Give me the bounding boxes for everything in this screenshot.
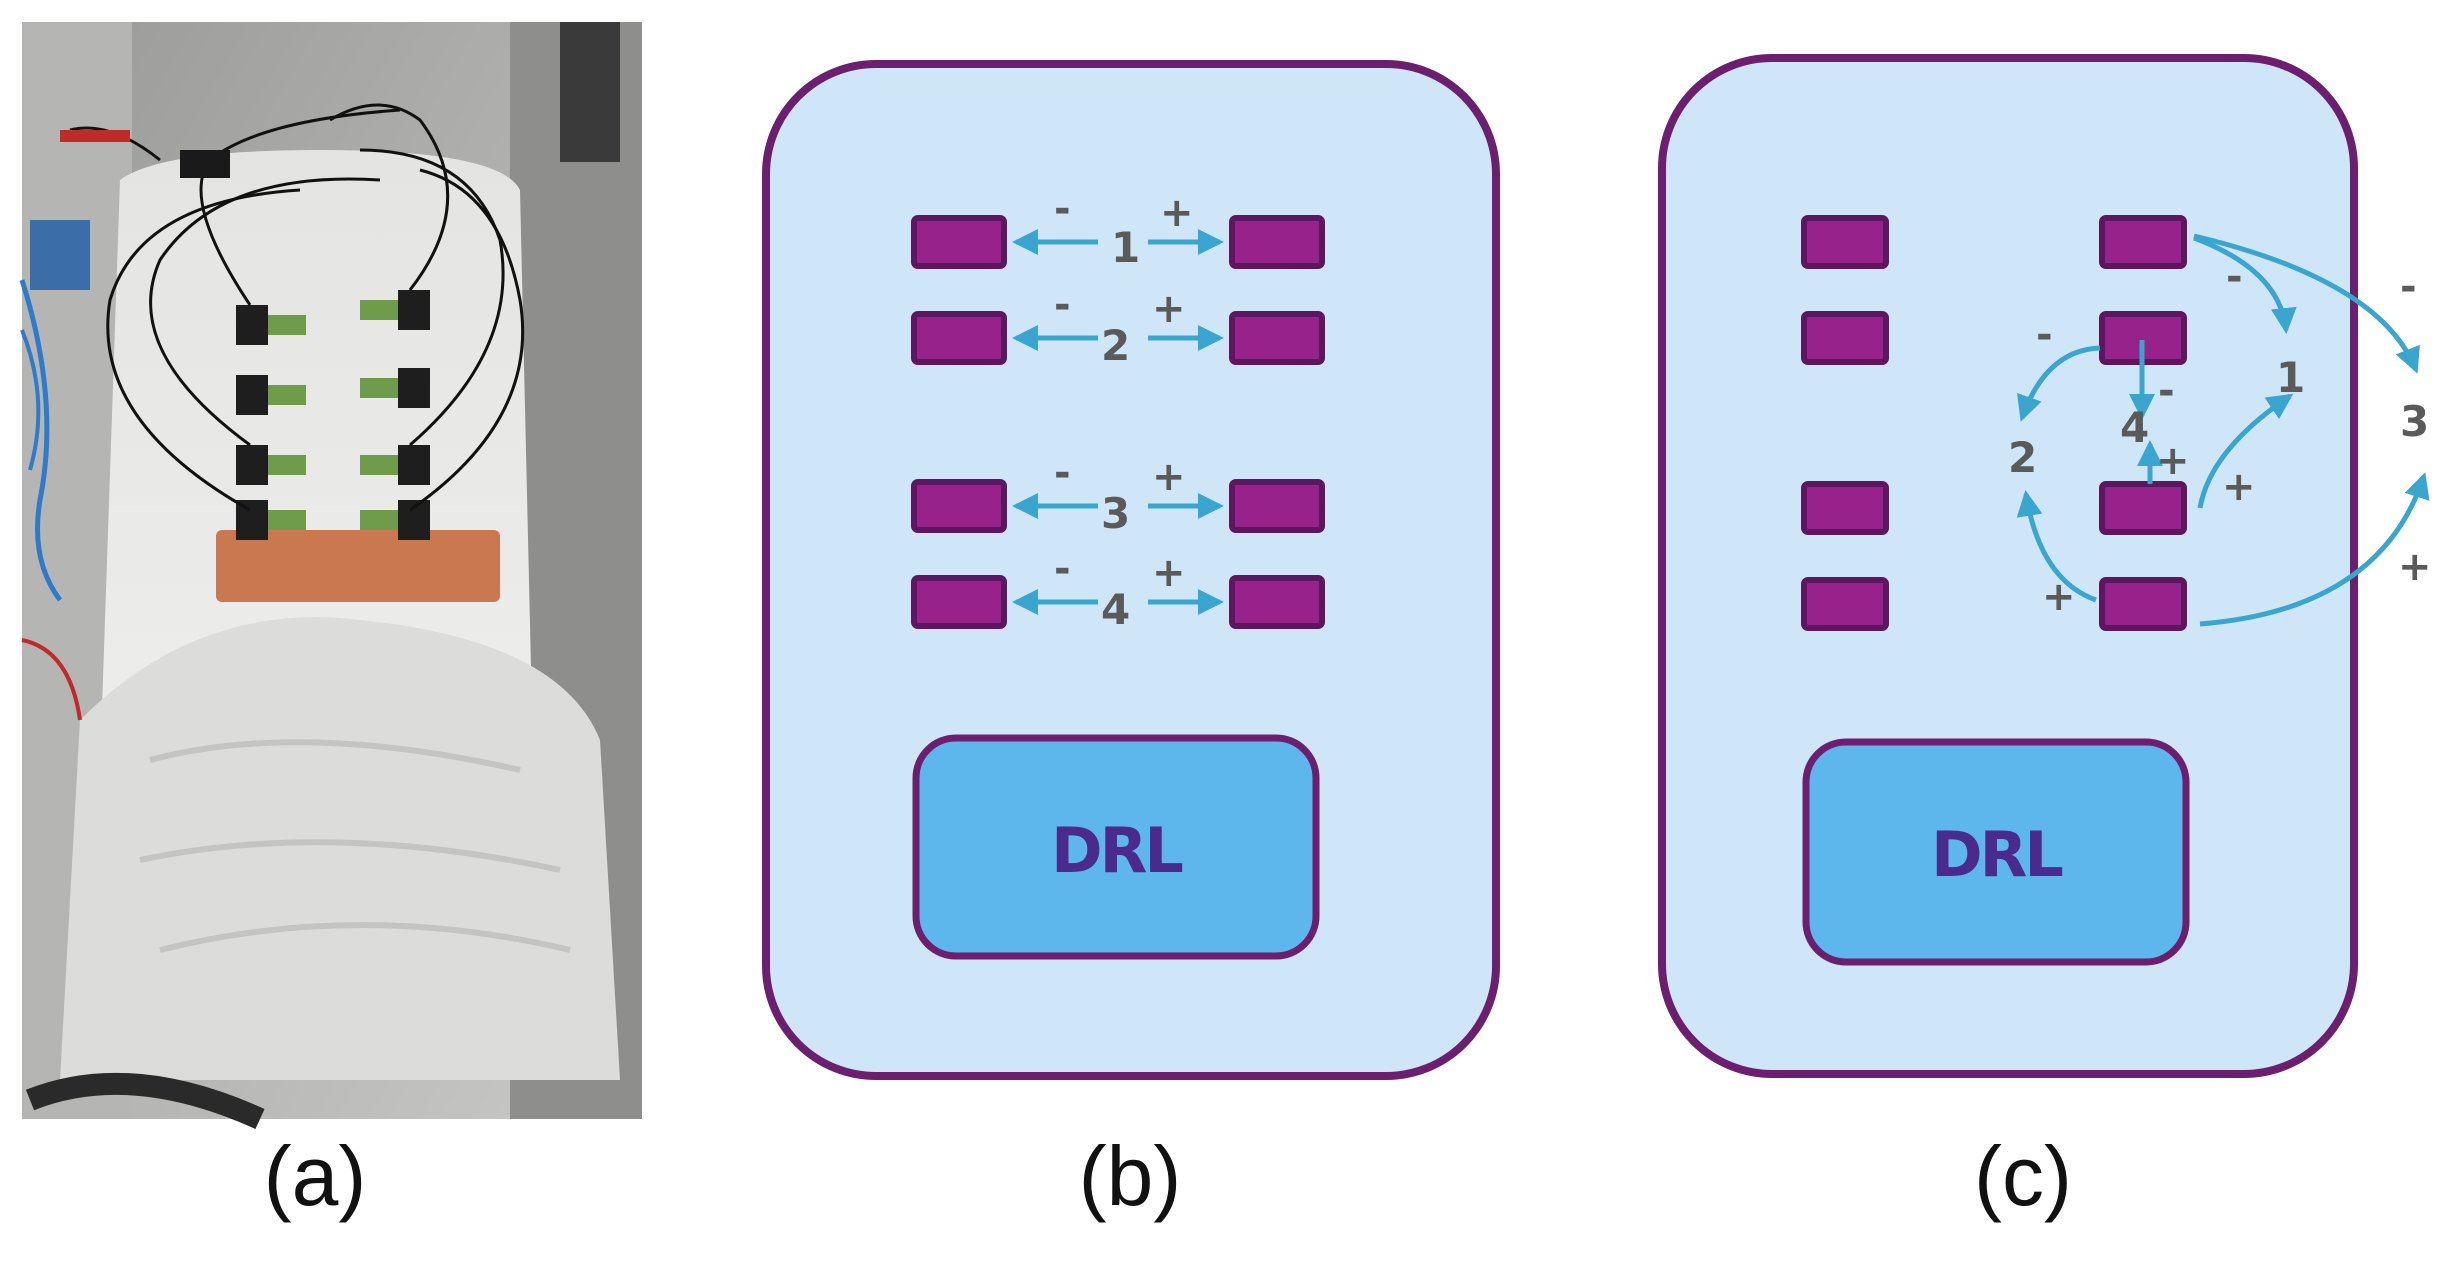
arduino-board <box>30 220 90 290</box>
electrode-right <box>1229 311 1325 365</box>
electrode-right <box>1229 575 1325 629</box>
drl-label: DRL <box>1931 818 2062 891</box>
channel-4-minus: - <box>2158 368 2175 414</box>
channel-3-plus: + <box>2398 544 2432 590</box>
blanket <box>60 617 620 1080</box>
drl-electrode-b <box>912 734 1320 960</box>
channel-3-number: 3 <box>2400 397 2429 446</box>
electrode-pair-3: 3 - + <box>911 450 1325 538</box>
electrode-left <box>911 311 1007 365</box>
electrode-left <box>911 575 1007 629</box>
electrode-left <box>911 479 1007 533</box>
channel-3-minus: - <box>2400 264 2417 310</box>
drl-label: DRL <box>1051 814 1182 887</box>
panel-label-c: (c) <box>1974 1129 2072 1223</box>
pair-number: 2 <box>1101 321 1130 370</box>
channel-1-number: 1 <box>2276 353 2305 402</box>
electrodes-right-column <box>2099 215 2187 631</box>
photo-cables <box>69 103 525 512</box>
minus-sign: - <box>1054 546 1071 592</box>
drl-electrode-c <box>1802 738 2190 966</box>
channel-2-number: 2 <box>2008 433 2037 482</box>
panel-label-a: (a) <box>263 1129 367 1223</box>
electrode-right <box>1229 215 1325 269</box>
minus-sign: - <box>1054 450 1071 496</box>
arrow-ch2-plus <box>2016 490 2097 603</box>
arrow-ch2-minus <box>2017 345 2101 422</box>
plus-sign: + <box>1160 190 1194 236</box>
pair-number: 4 <box>1101 585 1130 634</box>
photo-electrodes <box>236 290 430 540</box>
electrode-pair-2: 2 - + <box>911 282 1325 370</box>
channel-4-plus: + <box>2156 438 2190 484</box>
arrow-ch3-minus <box>2193 233 2420 374</box>
plus-sign: + <box>1152 286 1186 332</box>
drl-patch <box>216 530 500 602</box>
pair-number: 1 <box>1111 223 1140 272</box>
channel-1-plus: + <box>2222 464 2256 510</box>
pair-number: 3 <box>1101 489 1130 538</box>
plus-sign: + <box>1152 454 1186 500</box>
electrode-pair-1: 1 - + <box>911 186 1325 272</box>
arrow-ch1-minus <box>2193 235 2297 334</box>
panel-label-b: (b) <box>1078 1129 1182 1223</box>
minus-sign: - <box>1054 186 1071 232</box>
electrodes-left-column <box>1801 215 1889 631</box>
electrode-pair-4: 4 - + <box>911 546 1325 634</box>
channel-2-minus: - <box>2036 312 2053 358</box>
minus-sign: - <box>1054 282 1071 328</box>
electrode-left <box>911 215 1007 269</box>
channel-2-plus: + <box>2042 574 2076 620</box>
plus-sign: + <box>1152 550 1186 596</box>
arrow-ch1-plus <box>2197 393 2294 509</box>
electrode-right <box>1229 479 1325 533</box>
channel-4-number: 4 <box>2120 403 2149 452</box>
arrow-ch3-plus <box>2199 472 2430 627</box>
channel-1-minus: - <box>2226 254 2243 300</box>
